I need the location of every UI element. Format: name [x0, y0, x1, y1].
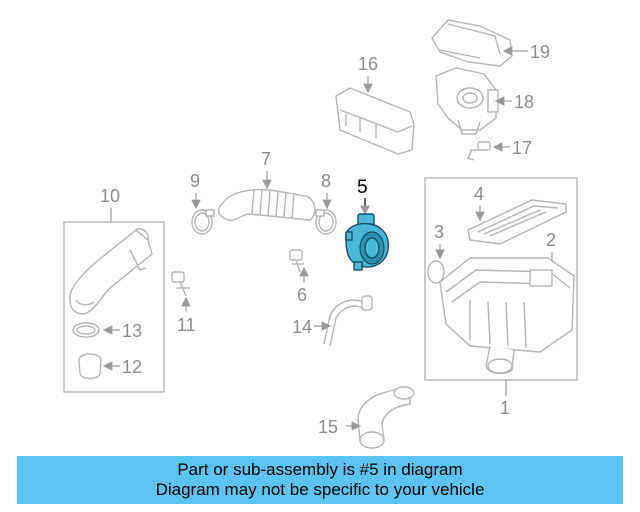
callout-17: 17: [512, 138, 532, 158]
banner-line-1: Part or sub-assembly is #5 in diagram: [177, 460, 463, 479]
part-6-bolt[interactable]: [289, 249, 304, 273]
part-11-bolt[interactable]: [171, 271, 190, 297]
part-5-mass-airflow-sensor[interactable]: [345, 213, 390, 271]
part-17-bolt[interactable]: [467, 141, 491, 161]
part-2-sensor[interactable]: [529, 269, 553, 287]
part-10-group-box: [63, 221, 165, 393]
part-9-clamp[interactable]: [191, 209, 215, 235]
callout-19: 19: [530, 42, 550, 62]
part-7-hose[interactable]: [217, 188, 316, 222]
part-14-pipe[interactable]: [323, 295, 373, 347]
part-19-cover[interactable]: [431, 19, 513, 67]
part-4-filter[interactable]: [467, 199, 567, 245]
part-16-duct[interactable]: [335, 87, 415, 155]
callout-6: 6: [297, 285, 307, 305]
callout-14: 14: [292, 317, 312, 337]
callout-10: 10: [100, 186, 120, 206]
part-10-intake-pipe[interactable]: [69, 228, 153, 315]
part-8-clamp[interactable]: [315, 209, 337, 235]
callout-5: 5: [357, 177, 368, 198]
banner-line-2: Diagram may not be specific to your vehi…: [155, 480, 485, 499]
part-15-hose[interactable]: [357, 386, 415, 449]
callout-9: 9: [190, 171, 200, 191]
callout-7: 7: [261, 149, 271, 169]
callout-1: 1: [500, 398, 510, 418]
callout-15: 15: [318, 417, 338, 437]
part-18-housing[interactable]: [435, 67, 499, 135]
callout-13: 13: [122, 321, 142, 341]
part-1-air-cleaner-body[interactable]: [439, 257, 575, 375]
part-3-seal[interactable]: [427, 260, 445, 284]
callout-12: 12: [122, 357, 142, 377]
part-12-cap[interactable]: [78, 353, 102, 380]
part-1-group-box: [424, 177, 578, 381]
callout-2: 2: [546, 230, 556, 250]
info-banner: Part or sub-assembly is #5 in diagram Di…: [17, 456, 623, 504]
callout-16: 16: [358, 54, 378, 74]
callout-4: 4: [474, 184, 484, 204]
callout-18: 18: [514, 92, 534, 112]
callout-3: 3: [434, 222, 444, 242]
part-13-ring[interactable]: [72, 322, 100, 338]
callout-11: 11: [177, 315, 196, 335]
callout-8: 8: [321, 171, 331, 191]
